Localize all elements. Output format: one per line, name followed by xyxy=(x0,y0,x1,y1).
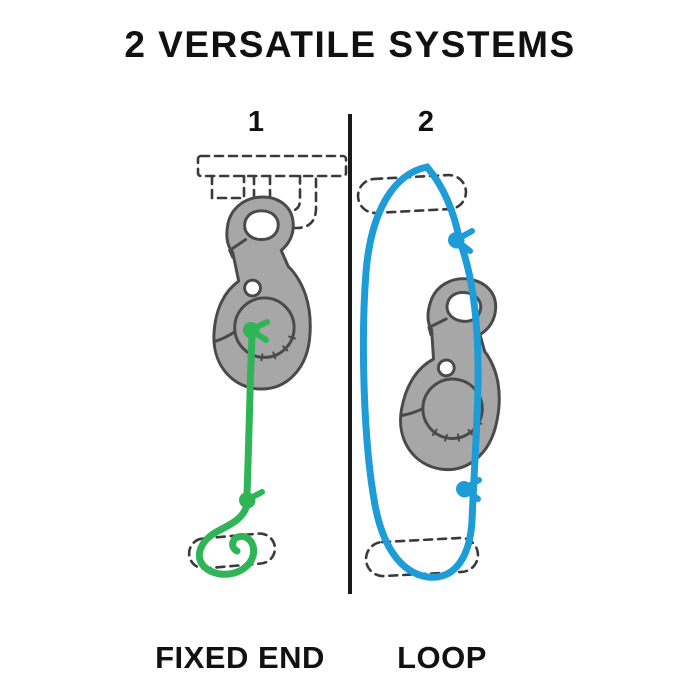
carabiner-icon-fixed-end xyxy=(212,195,312,391)
system-2-number: 2 xyxy=(417,106,435,138)
anchor-rail xyxy=(196,154,348,178)
dowel-bottom-left xyxy=(187,532,277,570)
knot-fixed-bottom-tail xyxy=(244,489,265,503)
anchor-tab xyxy=(210,174,246,200)
page-title: 2 VERSATILE SYSTEMS xyxy=(124,24,576,65)
system-1-number: 1 xyxy=(247,106,265,138)
system-1-label: FIXED END xyxy=(155,640,325,675)
rope-fixed-loop xyxy=(195,500,258,578)
system-2-label: LOOP xyxy=(397,640,487,675)
rope-fixed-main-strand xyxy=(243,332,256,498)
knot-loop-bottom-tail-2 xyxy=(461,486,481,502)
knot-fixed-top-tail-2 xyxy=(248,327,269,343)
carabiner-icon-loop xyxy=(392,270,518,478)
rope-fixed-end xyxy=(195,319,270,578)
dowel-top-right xyxy=(356,173,468,215)
rope-loop xyxy=(359,163,482,581)
knot-loop-top-tail-2 xyxy=(453,237,473,254)
rope-loop-main xyxy=(359,163,482,581)
